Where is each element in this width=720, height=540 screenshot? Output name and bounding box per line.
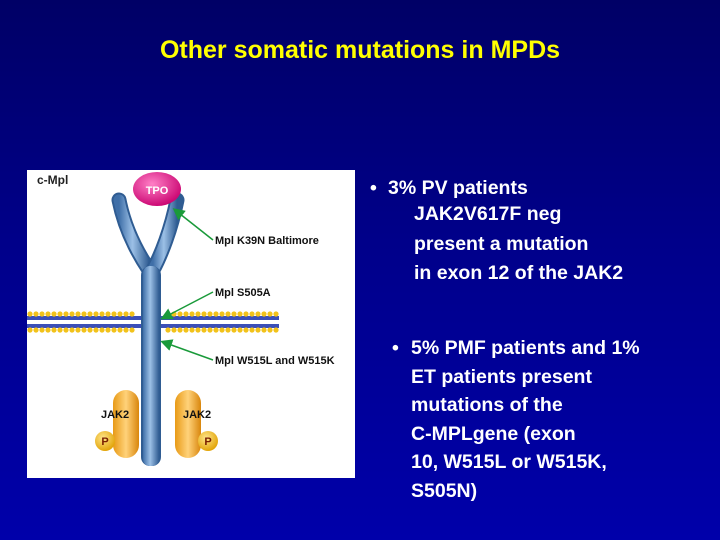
bullet-2-line-4: C-MPLgene (exon (411, 423, 576, 445)
bullet-2-line-3: mutations of the (411, 394, 563, 416)
mutation-arrows (160, 208, 214, 361)
phosphate-right: P (198, 431, 218, 451)
c-mpl-receptor-diagram: TPO c-Mpl Mpl K39N Baltimore Mpl S505A M… (27, 170, 355, 478)
bullet-1-line-1: 3% PV patients (388, 177, 528, 199)
phosphate-left-label: P (101, 436, 108, 448)
bullet-2-line-6: S505N) (411, 480, 478, 502)
phosphate-left: P (95, 431, 115, 451)
c-mpl-label: c-Mpl (37, 173, 68, 187)
mutation-label-s505a: Mpl S505A (215, 287, 271, 299)
bullet-2-marker: • (392, 337, 399, 359)
arrow-w515 (160, 339, 214, 361)
bullet-1-line-3: present a mutation (414, 233, 589, 255)
receptor-molecule (111, 192, 185, 466)
arrow-k39n (172, 208, 214, 241)
arrow-s505a (160, 291, 214, 320)
tpo-ligand: TPO (133, 172, 181, 206)
bullet-2-line-2: ET patients present (411, 366, 592, 388)
bullet-1-line-4: in exon 12 of the JAK2 (414, 262, 624, 284)
tpo-label: TPO (146, 185, 169, 197)
bullet-2-line-1: 5% PMF patients and 1% (411, 337, 640, 359)
mutation-label-w515: Mpl W515L and W515K (215, 355, 335, 367)
bullet-1-line-2: JAK2V617F neg (414, 203, 562, 225)
mutation-label-k39n: Mpl K39N Baltimore (215, 235, 319, 247)
slide-title: Other somatic mutations in MPDs (159, 36, 561, 64)
jak2-left: JAK2 (101, 390, 139, 458)
jak2-right-label: JAK2 (183, 409, 211, 421)
jak2-right: JAK2 (175, 390, 211, 458)
jak2-left-label: JAK2 (101, 409, 129, 421)
phosphate-right-label: P (204, 436, 211, 448)
receptor-svg: TPO c-Mpl Mpl K39N Baltimore Mpl S505A M… (27, 172, 335, 466)
bullet-2-line-5: 10, W515L or W515K, (411, 451, 607, 473)
bullet-1-marker: • (370, 177, 377, 199)
